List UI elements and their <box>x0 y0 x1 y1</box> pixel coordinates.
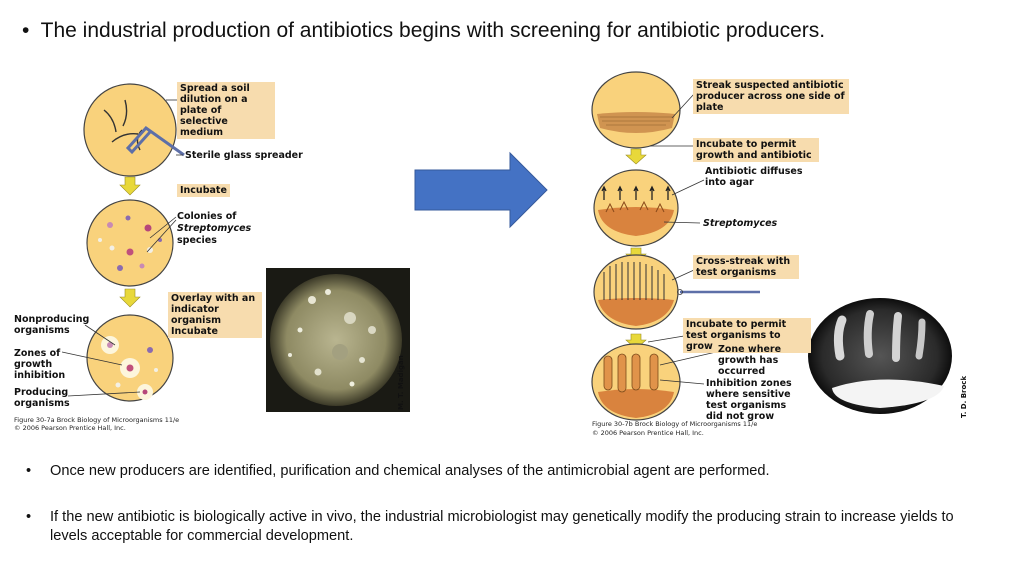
streak-plate <box>591 71 681 149</box>
title-bullet: • <box>22 19 30 42</box>
caption-right-1: Figure 30-7b Brock Biology of Microorgan… <box>592 420 758 428</box>
label-producing: Producing organisms <box>14 387 70 409</box>
label-colonies-3: species <box>177 235 217 246</box>
label-cross-streak: Cross-streak with test organisms <box>693 255 799 279</box>
caption-right-2: © 2006 Pearson Prentice Hall, Inc. <box>592 429 704 437</box>
label-colonies-2: Streptomyces <box>177 223 252 234</box>
label-zone-growth: Zone where growth has occurred <box>718 344 782 377</box>
overlay-plate <box>86 314 174 402</box>
flow-arrow-3 <box>625 148 647 165</box>
caption-left-2: © 2006 Pearson Prentice Hall, Inc. <box>14 424 126 432</box>
bullet-1-marker: • <box>26 463 32 479</box>
label-incubate-growth: Incubate to permit growth and antibiotic <box>693 138 819 162</box>
label-colonies: Colonies of Streptomyces species <box>177 211 251 247</box>
cross-streak-plate <box>593 254 760 330</box>
soil-plate <box>83 83 185 177</box>
label-diffuses: Antibiotic diffuses into agar <box>705 166 803 188</box>
bullet-1: • Once new producers are identified, puri… <box>26 462 1006 481</box>
title-text: The industrial production of antibiotics… <box>40 19 826 42</box>
result-plate <box>591 343 681 421</box>
label-zones: Zones of growth inhibition <box>14 348 66 381</box>
diffusion-plate <box>593 169 679 247</box>
flow-arrow-1 <box>119 176 141 196</box>
bullet-2-marker: • <box>26 509 32 525</box>
label-overlay: Overlay with an indicator organism Incub… <box>168 292 262 338</box>
bullet-1-text: Once new producers are identified, purif… <box>50 463 770 479</box>
label-inhibition: Inhibition zones where sensitive test or… <box>706 378 792 422</box>
label-spread: Spread a soil dilution on a plate of sel… <box>177 82 275 139</box>
photo-credit-left: M. T. Madigan <box>397 355 405 410</box>
label-spreader: Sterile glass spreader <box>185 150 303 161</box>
bullet-2-text: If the new antibiotic is biologically ac… <box>50 509 954 544</box>
label-incubate-test: Incubate to permit test organisms to gro… <box>683 318 811 353</box>
flow-arrow-2 <box>119 288 141 308</box>
caption-left-1: Figure 30-7a Brock Biology of Microorgan… <box>14 416 180 424</box>
slide-title: • The industrial production of antibioti… <box>22 18 825 44</box>
petri-dish-photo-right <box>805 298 955 415</box>
process-arrow <box>414 151 548 229</box>
label-streptomyces: Streptomyces <box>703 218 778 229</box>
label-streak: Streak suspected antibiotic producer acr… <box>693 79 849 114</box>
colony-plate <box>86 199 174 287</box>
bullet-2: • If the new antibiotic is biologically a… <box>26 508 990 546</box>
label-colonies-1: Colonies of <box>177 211 237 222</box>
label-incubate: Incubate <box>177 184 230 197</box>
petri-dish-photo-left <box>266 268 410 412</box>
label-nonproducing: Nonproducing organisms <box>14 314 90 336</box>
photo-credit-right: T. D. Brock <box>960 375 968 418</box>
